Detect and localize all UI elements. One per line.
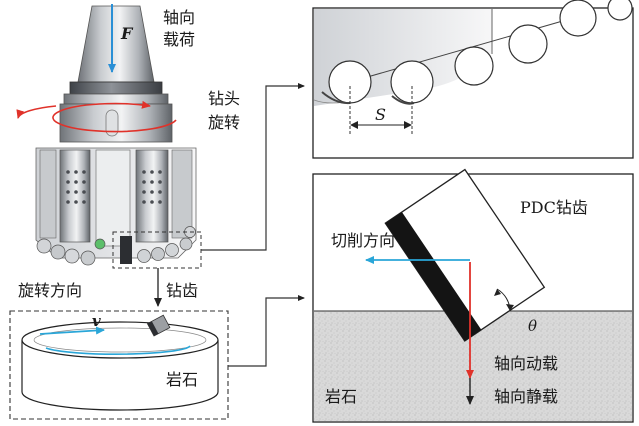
bit-rotation-line1: 钻头 [208,89,240,108]
axial-static-load-label: 轴向静载 [494,387,558,406]
rock-label-right: 岩石 [325,387,357,406]
axial-dynamic-load-label: 轴向动载 [494,354,558,373]
small-cutter-on-rock [146,314,171,337]
face-cutters [36,226,196,266]
theta-symbol: θ [528,317,537,335]
rock-panel-frame [9,310,229,420]
bit-collar [69,81,163,95]
cutter-chain [328,0,633,104]
pdc-cutter [384,168,546,342]
bit-rotation-line2: 旋转 [208,113,240,132]
velocity-symbol: v [92,312,101,330]
spacing-panel [312,0,634,159]
velocity-arrow [39,326,105,335]
axial-load-line1: 轴向 [163,8,195,27]
connector-top [201,83,305,251]
axial-load-line2: 载荷 [163,30,195,49]
gauge-inserts-left [66,170,86,204]
cutting-direction-label: 切削方向 [331,231,395,250]
gauge-inserts-right [142,170,162,204]
cutter-label: 钻齿 [166,281,198,300]
rock-label-left: 岩石 [166,370,198,389]
force-symbol: F [120,24,134,43]
spacing-symbol: S [375,105,386,124]
rotation-direction-label: 旋转方向 [18,281,82,300]
bit-shank [77,5,155,83]
pdc-cutter-label: PDC钻齿 [520,198,588,217]
connector-bottom [228,295,305,367]
rock-cylinder [21,314,219,411]
drill-bit [35,5,202,269]
bit-rotation-arrow [52,100,177,133]
cutting-panel [312,168,634,423]
